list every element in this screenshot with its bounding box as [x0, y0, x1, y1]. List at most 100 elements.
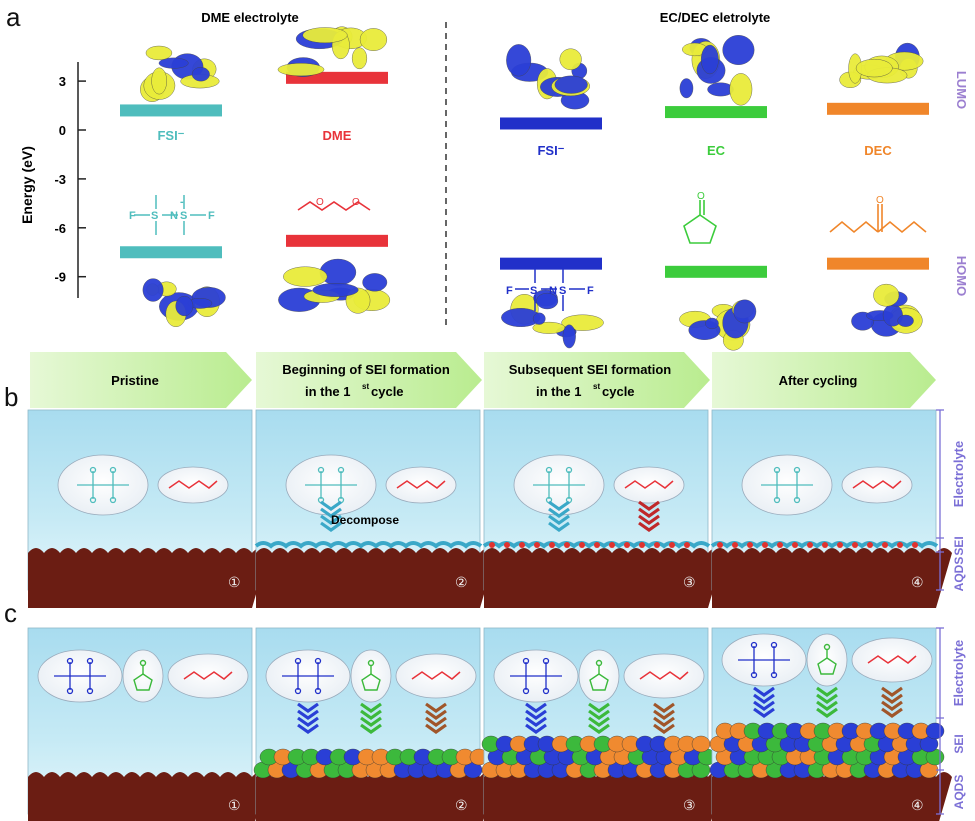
sei-particle [807, 542, 813, 548]
lumo-level-bar [500, 117, 602, 130]
panel-b-step-4: ④ [911, 574, 924, 590]
down-chevron-icon [816, 693, 838, 704]
lumo-label: LUMO [954, 71, 969, 109]
sei-particle [747, 542, 753, 548]
dme-electrolyte-title: DME electrolyte [201, 10, 299, 25]
sei-grain [691, 735, 711, 753]
energy-tick-label: 3 [59, 74, 66, 89]
dme-structure [297, 201, 371, 211]
homo-level-bar [286, 234, 388, 247]
orbital-blob [277, 26, 388, 77]
stage-arrow-1: Pristine [30, 352, 252, 408]
panel-c-side-bracket [936, 627, 944, 815]
mini-chain-icon [867, 655, 917, 664]
stage-4-label: After cycling [779, 373, 858, 388]
dec-structure [829, 204, 927, 234]
down-chevron-icon [881, 700, 903, 711]
orbital-blob [506, 44, 590, 110]
molecule-label: FSI⁻ [157, 128, 184, 143]
panel-b-cell [27, 409, 268, 608]
energy-tick-label: 0 [59, 123, 66, 138]
sei-particle [624, 542, 630, 548]
panel-b-sei-label: SEI [952, 536, 966, 555]
panel-c-cell [709, 627, 952, 821]
sei-particle [822, 542, 828, 548]
fsi-structure-left [134, 195, 206, 235]
mini-fsi-icon [77, 466, 129, 504]
orbital-blob [278, 258, 391, 314]
panel-c-electrolyte-label: Electrolyte [951, 640, 966, 706]
sei-particle [639, 542, 645, 548]
sei-particle [762, 542, 768, 548]
down-chevron-icon [753, 700, 775, 711]
sei-particle [549, 542, 555, 548]
down-chevron-icon [320, 521, 342, 532]
panel-c-sei-label: SEI [952, 734, 966, 753]
down-chevron-icon [653, 709, 675, 720]
down-chevron-icon [753, 693, 775, 704]
panel-c-cells [27, 627, 952, 821]
sei-particle [564, 542, 570, 548]
down-chevron-icon [525, 723, 547, 734]
down-chevron-icon [525, 716, 547, 727]
down-chevron-icon [588, 716, 610, 727]
mini-chain-icon [852, 480, 902, 489]
homo-level-bar [665, 265, 767, 278]
down-chevron-icon [653, 723, 675, 734]
mini-chain-icon [624, 480, 674, 489]
panel-c-step-numbers: ① ② ③ ④ [228, 797, 924, 813]
molecule-label: EC [707, 143, 726, 158]
down-chevron-icon [753, 707, 775, 718]
sei-particle [912, 542, 918, 548]
down-chevron-icon [320, 500, 342, 511]
mini-ec-icon [133, 659, 153, 691]
sei-particle [792, 542, 798, 548]
energy-tick-label: -9 [54, 270, 66, 285]
sei-particle [882, 542, 888, 548]
down-chevron-icon [548, 521, 570, 532]
panel-b-step-numbers: ① ② ③ ④ [228, 574, 924, 590]
stage-2-label-cycle: cycle [371, 384, 404, 399]
down-chevron-icon [753, 686, 775, 697]
panel-c-step-1: ① [228, 797, 241, 813]
panel-b-letter: b [4, 382, 18, 412]
fsi-right-atom-s2: S [559, 285, 566, 297]
energy-axis: 30-3-6-9 [54, 62, 86, 298]
lumo-level-bar [827, 102, 929, 115]
mini-chain-icon [396, 480, 446, 489]
panel-b-step-1: ① [228, 574, 241, 590]
down-chevron-icon [525, 702, 547, 713]
molecule-label: DME [323, 128, 352, 143]
stage-2-label-line1: Beginning of SEI formation [282, 362, 450, 377]
panel-c-step-3: ③ [683, 797, 696, 813]
mini-fsi-icon [510, 657, 562, 695]
panel-c-step-2: ② [455, 797, 468, 813]
fsi-atom-n: N [170, 210, 178, 222]
sei-particle [837, 542, 843, 548]
orbital-isosurfaces [140, 26, 924, 351]
orbital-blob [679, 35, 755, 106]
down-chevron-icon [425, 702, 447, 713]
sei-particle [669, 542, 675, 548]
fsi-right-atom-f: F [506, 285, 513, 297]
down-chevron-icon [525, 709, 547, 720]
ec-structure [683, 200, 717, 244]
panel-c-cell [481, 627, 724, 821]
energy-axis-label: Energy (eV) [19, 146, 35, 224]
dme-atom-o2: O [352, 197, 360, 208]
orbital-blob [679, 299, 757, 351]
sei-particle [504, 542, 510, 548]
down-chevron-icon [881, 707, 903, 718]
down-chevron-icon [297, 709, 319, 720]
orbital-blob [501, 289, 604, 349]
sei-particle [609, 542, 615, 548]
down-chevron-icon [425, 716, 447, 727]
down-chevron-icon [425, 723, 447, 734]
sei-particle [654, 542, 660, 548]
mini-chain-icon [183, 671, 233, 680]
down-chevron-icon [588, 709, 610, 720]
stage-3-label-line2: in the 1 [536, 384, 582, 399]
sei-particle [579, 542, 585, 548]
sei-particle [897, 542, 903, 548]
panel-b-cell [482, 409, 724, 608]
